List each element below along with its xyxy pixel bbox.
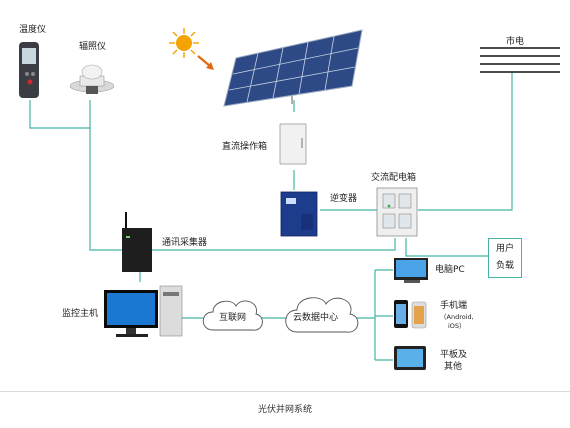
- inverter-label: 逆变器: [330, 194, 358, 204]
- comm-collector-label: 通讯采集器: [162, 238, 208, 248]
- caption-divider: [0, 391, 570, 392]
- acbox-to-load-line: [405, 238, 488, 257]
- solar-panel-array: [223, 29, 363, 107]
- user-load-line2: 负载: [495, 261, 514, 271]
- inverter-device: [280, 191, 318, 237]
- comm-collector-device: [122, 212, 152, 272]
- pc-label: 电脑PC: [435, 265, 465, 275]
- phone-label: 手机端: [440, 301, 468, 311]
- phone-sub-label-2: iOS）: [448, 322, 466, 330]
- sensor-to-collector-line: [89, 128, 122, 251]
- dc-box-label: 直流操作箱: [222, 142, 268, 152]
- tablet-device: [394, 346, 426, 370]
- grid-power-lines: [480, 47, 560, 73]
- internet-cloud-shape: [202, 300, 263, 331]
- sun-icon: [169, 28, 214, 70]
- user-load-line1: 用户: [495, 244, 514, 254]
- cloud-label: 云数据中心: [293, 313, 339, 323]
- internet-label: 互联网: [219, 313, 247, 323]
- thermometer-label: 温度仪: [19, 25, 47, 35]
- pc-device: [394, 258, 428, 283]
- tablet-label-1: 平板及: [440, 350, 468, 360]
- acbox-to-grid-line: [418, 72, 513, 211]
- data-center-cloud-shape: [285, 297, 359, 333]
- phone-device: [394, 300, 427, 329]
- thermometer-device: [19, 42, 39, 98]
- irradiometer-label: 辐照仪: [79, 42, 107, 52]
- collector-to-acbox-line: [152, 238, 396, 251]
- tablet-label-2: 其他: [444, 362, 463, 372]
- irradiometer-device: [69, 64, 115, 94]
- phone-sub-label-1: （Android,: [440, 313, 474, 321]
- monitor-host-label: 监控主机: [62, 309, 99, 319]
- monitor-host-device: [104, 285, 183, 337]
- grid-label: 市电: [506, 37, 525, 47]
- ac-box-label: 交流配电箱: [371, 173, 417, 183]
- user-load-box: 用户 负载: [488, 238, 522, 278]
- ac-box-device: [376, 187, 418, 237]
- dc-box-device: [279, 123, 307, 165]
- diagram-caption: 光伏并网系统: [257, 405, 312, 415]
- sensor-link-line: [29, 100, 91, 129]
